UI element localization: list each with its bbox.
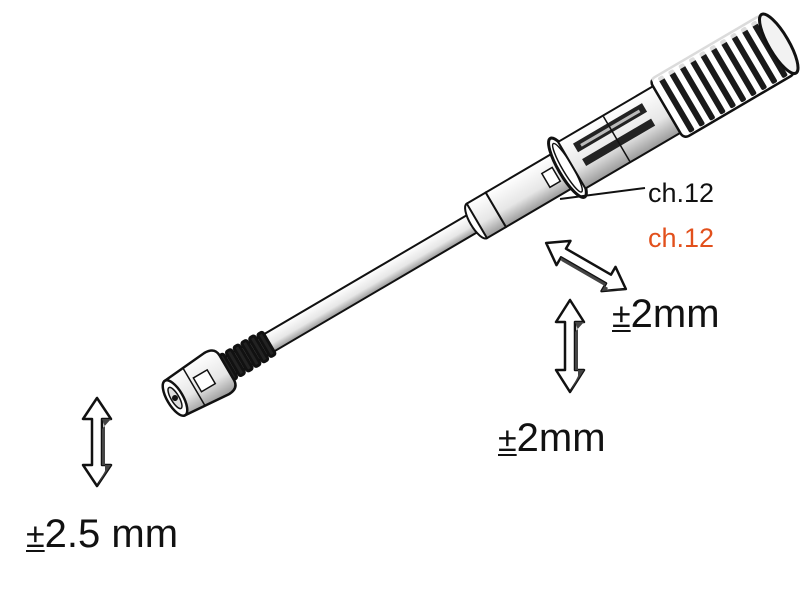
tip-spring [217,330,277,382]
plus-minus-sign: ± [498,421,517,459]
tolerance-label-left: ±2.5 mm [26,514,178,554]
tolerance-value: 2.5 mm [44,512,179,556]
channel-window [540,166,562,189]
pipette-body [161,12,800,417]
channel-label-highlight: ch.12 [648,223,715,253]
tolerance-label-middle: ±2mm [498,418,606,458]
step-collar [464,191,508,240]
double-arrow-vertical-icon [554,298,586,394]
rear-sleeve [556,84,682,190]
double-arrow-diagonal-icon [544,239,628,293]
plus-minus-sign: ± [26,517,45,555]
tolerance-label-right: ±2mm [612,294,720,334]
channel-label: ch.12 [648,178,715,208]
tolerance-value: 2mm [516,416,606,460]
ribbed-grip [650,12,800,138]
tolerance-value: 2mm [630,292,720,336]
double-arrow-vertical-icon [81,396,113,488]
channel-leader-line [559,187,646,200]
tip-nozzle [161,349,237,417]
plus-minus-sign: ± [612,297,631,335]
